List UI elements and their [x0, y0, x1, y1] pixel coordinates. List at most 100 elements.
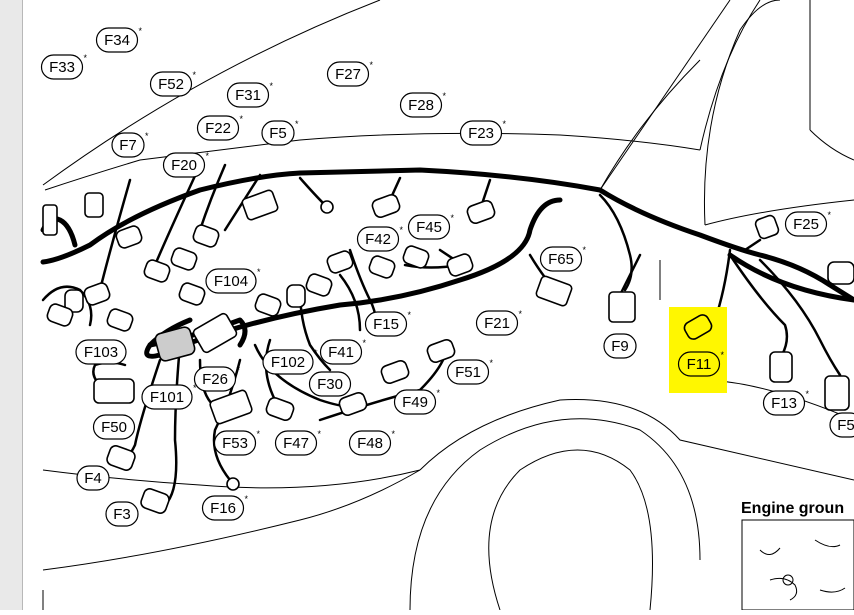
connector-label-text: F103 [84, 344, 118, 361]
asterisk-mark: * [84, 53, 88, 63]
connector-label-text: F21 [484, 315, 510, 332]
asterisk-mark: * [490, 358, 494, 368]
asterisk-mark: * [443, 91, 447, 101]
connector-label-f7: F7 * [112, 131, 149, 157]
connector-label-f53: F53 * [215, 429, 261, 455]
wiring-diagram-svg: F34*F33*F52*F31*F27*F28*F22*F5*F7*F23*F2… [23, 0, 854, 610]
connector-label-f31: F31 * [228, 81, 274, 107]
connector-label-text: F16 [210, 500, 236, 517]
asterisk-mark: * [245, 494, 249, 504]
connector-label-text: F102 [271, 354, 305, 371]
connector-label-f30: F30 [310, 372, 351, 396]
asterisk-mark: * [437, 388, 441, 398]
connector-label-text: F15 [373, 316, 399, 333]
asterisk-mark: * [295, 119, 299, 129]
connector-label-f102: F102 * [263, 348, 318, 374]
connector-label-text: F4 [84, 470, 102, 487]
asterisk-mark: * [193, 70, 197, 80]
connector-label-text: F42 [365, 231, 391, 248]
connector-label-f101: F101* [142, 383, 197, 409]
connector-label-text: F5 [837, 417, 854, 434]
inset-detail [760, 540, 845, 600]
asterisk-mark: * [257, 267, 261, 277]
connector-label-text: F22 [205, 120, 231, 137]
connector-label-f13: F13 * [764, 389, 810, 415]
asterisk-mark: * [314, 348, 318, 358]
asterisk-mark: * [828, 210, 832, 220]
connector-label-f42: F42* [358, 225, 404, 251]
connector-label-f27: F27* [328, 60, 374, 86]
connector-label-f104: F104 * [206, 267, 261, 293]
asterisk-mark: * [206, 151, 210, 161]
asterisk-mark: * [257, 429, 261, 439]
connector-label-f45: F45 * [409, 213, 455, 239]
connector-label-text: F41 [328, 344, 354, 361]
connector-label-f52: F52 * [151, 70, 197, 96]
connector-label-text: F25 [793, 216, 819, 233]
asterisk-mark: * [503, 119, 507, 129]
page-margin [0, 0, 22, 610]
connector-label-f25: F25 * [786, 210, 832, 236]
connector-label-f3: F3 [106, 502, 138, 526]
asterisk-mark: * [583, 245, 587, 255]
connector-label-text: F23 [468, 125, 494, 142]
connector-label-text: F7 [119, 137, 137, 154]
connector-label-f49: F49 * [395, 388, 441, 414]
connector-plugs [43, 189, 854, 515]
asterisk-mark: * [451, 213, 455, 223]
connector-label-text: F51 [455, 364, 481, 381]
connector-label-f51: F51 * [448, 358, 494, 384]
connector-label-f33: F33* [42, 53, 88, 79]
connector-label-text: F13 [771, 395, 797, 412]
connector-label-f34: F34 * [97, 26, 143, 52]
asterisk-mark: * [139, 26, 143, 36]
connector-label-text: F20 [171, 157, 197, 174]
asterisk-mark: * [370, 60, 374, 70]
asterisk-mark: * [270, 81, 274, 91]
connector-label-f16: F16 * [203, 494, 249, 520]
connector-label-f15: F15 * [366, 310, 412, 336]
connector-label-text: F28 [408, 97, 434, 114]
asterisk-mark: * [408, 310, 412, 320]
connector-label-f48: F48* [350, 429, 396, 455]
connector-label-text: F3 [113, 506, 131, 523]
caption-engine-ground: Engine groun [741, 500, 844, 517]
connector-label-f50: F50 [94, 415, 135, 439]
connector-label-text: F9 [611, 338, 629, 355]
connector-label-text: F31 [235, 87, 261, 104]
connector-label-text: F30 [317, 376, 343, 393]
connector-label-text: F101 [150, 389, 184, 406]
connector-label-f103: F103 [76, 340, 126, 364]
asterisk-mark: * [240, 114, 244, 124]
connector-label-text: F53 [222, 435, 248, 452]
connector-label-text: F26 [202, 371, 228, 388]
connector-label-f9: F9 [604, 334, 636, 358]
asterisk-mark: * [363, 338, 367, 348]
connector-label-text: F65 [548, 251, 574, 268]
asterisk-mark: * [237, 365, 241, 375]
connector-label-f5: F5 [830, 413, 854, 437]
connector-label-text: F48 [357, 435, 383, 452]
connector-label-text: F11 [687, 356, 712, 373]
asterisk-mark: * [806, 389, 810, 399]
connector-label-text: F5 [269, 125, 287, 142]
connector-label-f26: F26 * [195, 365, 241, 391]
connector-label-text: F47 [283, 435, 309, 452]
connector-label-text: F49 [402, 394, 428, 411]
connector-label-text: F52 [158, 76, 184, 93]
asterisk-mark: * [721, 350, 725, 360]
inset-frame [742, 520, 854, 610]
connector-label-text: F50 [101, 419, 127, 436]
connector-label-text: F45 [416, 219, 442, 236]
connector-label-f47: F47 * [276, 429, 322, 455]
connector-label-f65: F65 * [541, 245, 587, 271]
asterisk-mark: * [145, 131, 149, 141]
connector-label-text: F34 [104, 32, 130, 49]
connector-label-f41: F41 * [321, 338, 367, 364]
asterisk-mark: * [519, 309, 523, 319]
connector-label-f4: F4 [77, 466, 109, 490]
connector-label-text: F104 [214, 273, 248, 290]
connector-label-f28: F28 * [401, 91, 447, 117]
asterisk-mark: * [318, 429, 322, 439]
connector-label-f23: F23 * [461, 119, 507, 145]
